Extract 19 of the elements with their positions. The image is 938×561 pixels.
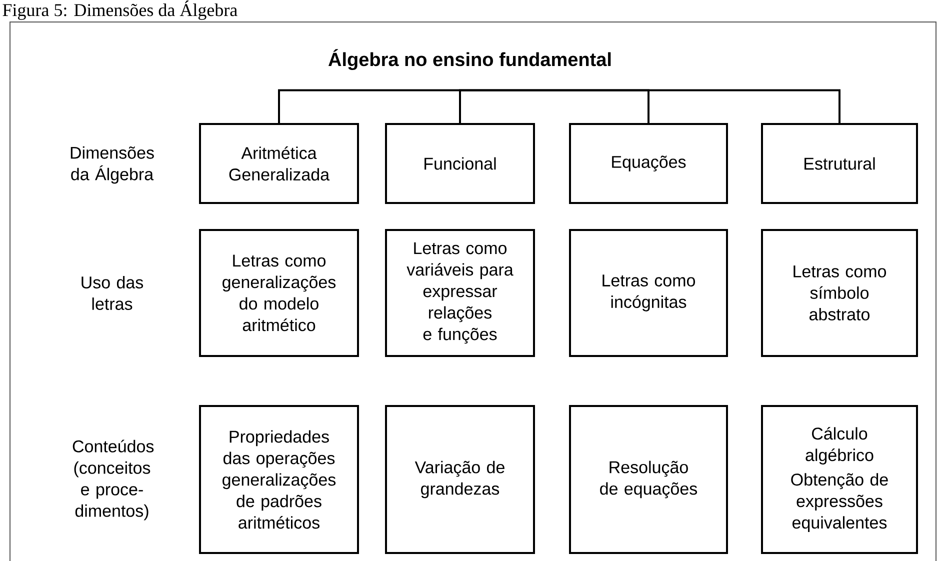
box: Letras como generalizações do modelo aritmético xyxy=(199,229,359,357)
box: Equações xyxy=(569,123,728,204)
box: Letras como símbolo abstrato xyxy=(761,229,918,357)
box: Resolução de equações xyxy=(569,405,728,554)
connector xyxy=(470,89,840,123)
row-label: Conteúdos (conceitos e proce- dimentos) xyxy=(72,440,154,520)
box: Aritmética Generalizada xyxy=(199,123,359,204)
heading: Álgebra no ensino fundamental xyxy=(328,49,611,70)
box: Letras como variáveis para expressar relações e funções xyxy=(385,229,535,357)
row-label: Uso das letras xyxy=(82,276,144,310)
caption: Figura 5: Dimensões da Álgebra xyxy=(2,0,238,20)
connector xyxy=(459,89,470,123)
box: Letras como incógnitas xyxy=(569,229,728,357)
box: Cálculo algébrico Obtenção de expressões equivalentes xyxy=(761,405,918,554)
box: Funcional xyxy=(385,123,535,204)
box: Propriedades das operações generalizações de padrões aritméticos xyxy=(199,405,359,554)
box: Estrutural xyxy=(761,123,918,204)
row-label: Dimensões da Álgebra xyxy=(70,146,154,184)
box: Variação de grandezas xyxy=(385,405,535,554)
